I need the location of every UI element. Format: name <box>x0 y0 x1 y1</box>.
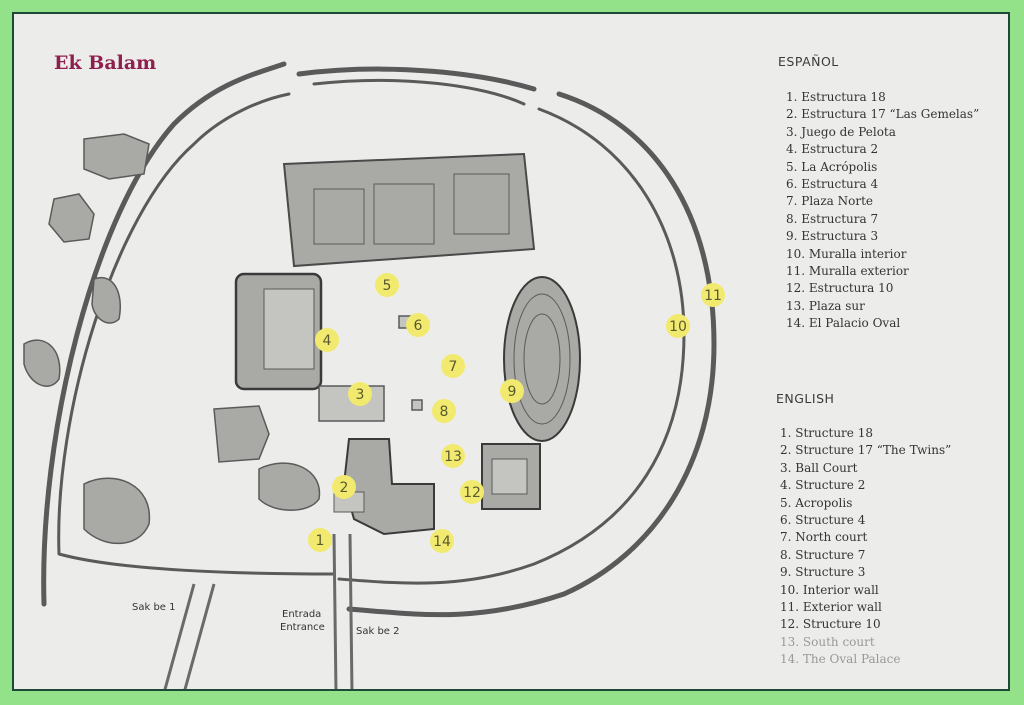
sak-be-1-road <box>163 583 216 689</box>
svg-text:10: 10 <box>669 319 687 335</box>
legend-en-item: 7. North court <box>780 530 868 545</box>
structure-blob <box>258 462 321 511</box>
marker-3: 3 <box>348 382 372 406</box>
entrance-en-label: Entrance <box>280 622 325 633</box>
svg-text:1: 1 <box>316 533 325 549</box>
legend-en-item: 2. Structure 17 “The Twins” <box>780 443 952 458</box>
structure-blob <box>91 276 121 324</box>
svg-text:13: 13 <box>444 449 462 465</box>
sak-be-2-road <box>332 533 354 689</box>
structure-3 <box>503 276 581 442</box>
legend-en-list: 1. Structure 18 2. Structure 17 “The Twi… <box>780 425 951 668</box>
legend-es-item: 6. Estructura 4 <box>786 176 879 191</box>
structure-blob <box>48 193 95 243</box>
legend-en-item: 10. Interior wall <box>780 582 879 597</box>
site-map: Sak be 1 Sak be 2 Entrada Entrance 1 2 3… <box>23 61 725 689</box>
marker-1: 1 <box>308 528 332 552</box>
legend-es-item: 1. Estructura 18 <box>786 90 886 104</box>
svg-text:8: 8 <box>440 404 449 420</box>
legend-en-item: 13. South court <box>780 634 875 649</box>
structure-blob <box>83 133 150 180</box>
marker-10: 10 <box>666 314 690 338</box>
svg-text:5: 5 <box>383 278 392 294</box>
legend-en-item: 14. The Oval Palace <box>780 652 901 667</box>
legend-es-item: 12. Estructura 10 <box>786 281 894 296</box>
structure-10-detail <box>491 458 528 495</box>
map-title: Ek Balam <box>54 52 157 74</box>
marker-9: 9 <box>500 379 524 403</box>
marker-4: 4 <box>315 328 339 352</box>
site-map-sign: Ek Balam <box>12 12 1010 691</box>
legend-es-item: 13. Plaza sur <box>786 298 865 313</box>
marker-6: 6 <box>406 313 430 337</box>
legend-en-item: 11. Exterior wall <box>780 599 882 614</box>
structure-3-contour <box>523 313 561 405</box>
marker-11: 11 <box>701 283 725 307</box>
svg-text:3: 3 <box>356 387 365 403</box>
structure-7 <box>411 399 423 411</box>
legend-es-item: 14. El Palacio Oval <box>786 316 901 331</box>
legend-en-item: 9. Structure 3 <box>780 565 866 580</box>
structure-blob <box>213 405 270 463</box>
sak-be-2-label: Sak be 2 <box>356 626 400 637</box>
legend-es-item: 10. Muralla interior <box>786 246 907 261</box>
legend-en-item: 6. Structure 4 <box>780 512 866 527</box>
marker-5: 5 <box>375 273 399 297</box>
legend-es-item: 5. La Acrópolis <box>786 159 878 174</box>
marker-8: 8 <box>432 399 456 423</box>
interior-wall <box>57 78 686 585</box>
svg-text:6: 6 <box>414 318 423 334</box>
legend-en-item: 12. Structure 10 <box>780 617 881 632</box>
marker-2: 2 <box>332 475 356 499</box>
legend-es-item: 4. Estructura 2 <box>786 142 879 157</box>
structure-2-detail <box>263 288 315 370</box>
svg-text:9: 9 <box>508 384 517 400</box>
legend-es-item: 3. Juego de Pelota <box>786 124 896 139</box>
legend-es-item: 7. Plaza Norte <box>786 194 874 209</box>
exterior-wall <box>41 61 717 618</box>
legend-en-heading: ENGLISH <box>776 391 835 406</box>
structure-blob <box>23 339 61 387</box>
legend-es-item: 11. Muralla exterior <box>786 263 909 278</box>
sak-be-1-label: Sak be 1 <box>132 602 176 613</box>
svg-text:4: 4 <box>323 333 332 349</box>
marker-14: 14 <box>430 529 454 553</box>
acropolis-structure <box>282 152 536 268</box>
marker-7: 7 <box>441 354 465 378</box>
acropolis-detail <box>373 183 435 245</box>
svg-text:7: 7 <box>449 359 458 375</box>
acropolis-detail <box>313 188 365 245</box>
structure-3-contour <box>513 293 571 425</box>
legend-es-list: 1. Estructura 18 2. Estructura 17 “Las G… <box>786 89 979 332</box>
legend-es-item: 8. Estructura 7 <box>786 211 879 226</box>
legend-es-item: 2. Estructura 17 “Las Gemelas” <box>786 107 980 122</box>
legend-en-item: 4. Structure 2 <box>780 478 866 493</box>
acropolis-detail <box>453 173 510 235</box>
svg-text:14: 14 <box>433 534 451 550</box>
entrance-es-label: Entrada <box>282 609 321 620</box>
structure-blob <box>83 477 151 545</box>
legend-en-item: 1. Structure 18 <box>780 426 873 440</box>
legend-es-heading: ESPAÑOL <box>778 54 839 69</box>
marker-13: 13 <box>441 444 465 468</box>
legend-en-item: 8. Structure 7 <box>780 547 866 562</box>
legend-en-item: 3. Ball Court <box>780 460 858 475</box>
svg-text:11: 11 <box>704 288 722 304</box>
svg-text:12: 12 <box>463 485 481 501</box>
oval-palace <box>342 438 435 536</box>
svg-text:2: 2 <box>340 480 349 496</box>
legend-es-item: 9. Estructura 3 <box>786 229 879 244</box>
legend-en-item: 5. Acropolis <box>780 495 853 510</box>
marker-12: 12 <box>460 480 484 504</box>
